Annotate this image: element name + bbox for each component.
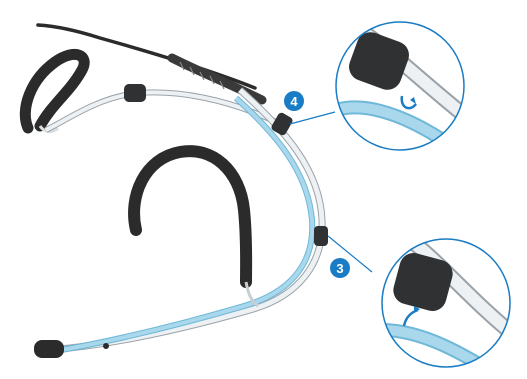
cable-clip-3 [314, 226, 328, 246]
zoom-detail-4 [336, 22, 470, 160]
callout-number-4: 4 [290, 94, 298, 109]
ear-hook-rear [25, 54, 84, 131]
ear-hook-front [134, 151, 258, 306]
callout-badge-4: 4 [284, 91, 304, 111]
callout-number-3: 3 [336, 261, 343, 276]
zoom-detail-3 [382, 239, 520, 379]
callout-badge-3: 3 [330, 258, 350, 278]
leader-line-4 [290, 112, 335, 124]
cable-clip-upper-left [124, 84, 146, 102]
